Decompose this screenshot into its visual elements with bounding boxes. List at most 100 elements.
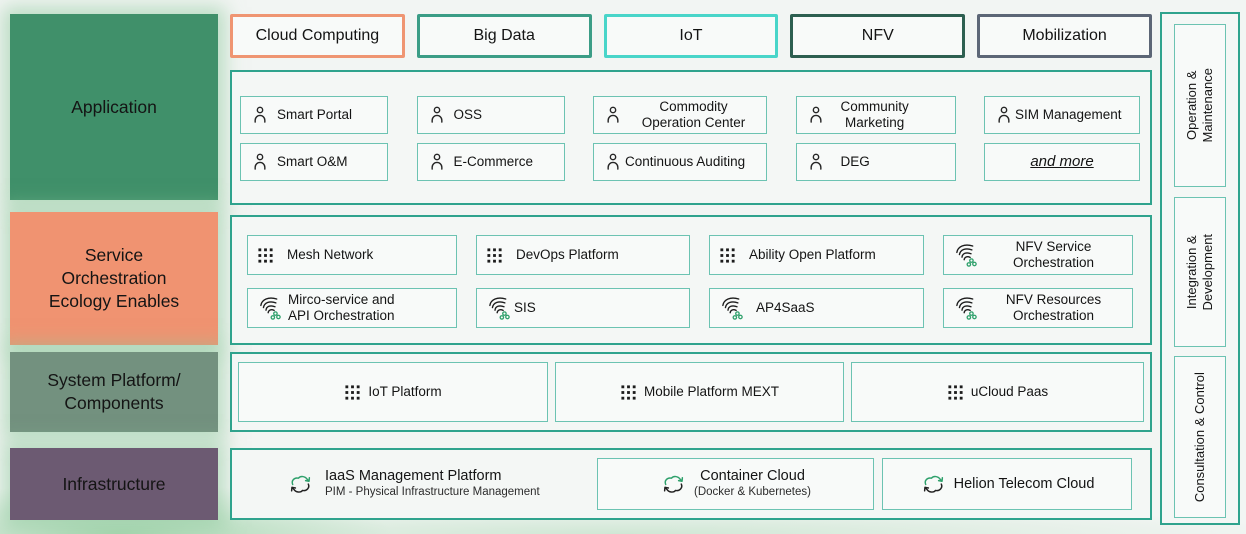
item-label: Community Marketing: [840, 99, 909, 130]
left-section-infrastructure: Infrastructure: [10, 448, 218, 520]
person-icon: [250, 105, 270, 125]
left-section-label: System Platform/ Components: [10, 352, 218, 432]
service-mesh-icon: [953, 243, 977, 267]
item-label: Ability Open Platform: [749, 247, 876, 263]
item-mesh-network: Mesh Network: [247, 235, 457, 275]
tag-mobilization: Mobilization: [977, 14, 1152, 58]
rail-label: Integration & Development: [1183, 233, 1216, 311]
service-mesh-icon: [953, 296, 977, 320]
item-sim-management: SIM Management: [984, 96, 1140, 134]
tag-nfv: NFV: [790, 14, 966, 58]
person-icon: [250, 152, 270, 172]
item-ucloud-paas: uCloud Paas: [851, 362, 1144, 422]
item-mobile-platform-mext: Mobile Platform MEXT: [555, 362, 844, 422]
tag-big-data: Big Data: [416, 14, 592, 58]
cloud-sync-icon: [660, 473, 687, 496]
item-and-more: and more: [984, 143, 1140, 181]
right-rail-container: Operation & Maintenance Integration & De…: [1160, 12, 1240, 525]
service-mesh-icon: [257, 296, 281, 320]
rail-label: Operation & Maintenance: [1183, 68, 1216, 143]
item-smart-portal: Smart Portal: [240, 96, 388, 134]
item-continuous-auditing: Continuous Auditing: [593, 143, 767, 181]
item-e-commerce: E-Commerce: [416, 143, 565, 181]
service-orchestration-container: Mesh Network DevOps Platform Ability Ope…: [230, 215, 1152, 345]
item-label: OSS: [453, 107, 483, 123]
person-icon: [994, 105, 1014, 125]
item-label: uCloud Paas: [970, 384, 1049, 400]
item-text: IaaS Management Platform PIM - Physical …: [325, 468, 540, 499]
item-devops-platform: DevOps Platform: [476, 235, 690, 275]
item-label: Continuous Auditing: [625, 154, 746, 170]
person-icon: [603, 105, 623, 125]
person-icon: [427, 152, 447, 172]
item-container-cloud: Container Cloud (Docker & Kubernetes): [597, 458, 874, 510]
technology-tags-row: Cloud Computing Big Data IoT NFV Mobiliz…: [230, 14, 1152, 58]
rail-integration-development: Integration & Development: [1174, 197, 1226, 347]
item-nfv-resources-orchestration: NFV Resources Orchestration: [943, 288, 1133, 328]
cloud-sync-icon: [287, 473, 314, 496]
infrastructure-container: IaaS Management Platform PIM - Physical …: [230, 448, 1152, 520]
item-label: IoT Platform: [368, 384, 442, 400]
item-text: Container Cloud (Docker & Kubernetes): [694, 468, 811, 499]
item-label: Commodity Operation Center: [641, 99, 746, 130]
system-platform-container: IoT Platform Mobile Platform MEXT uCloud…: [230, 352, 1152, 432]
person-icon: [427, 105, 447, 125]
item-title: Helion Telecom Cloud: [953, 476, 1095, 492]
application-container: Smart Portal OSS Commodity Operation Cen…: [230, 70, 1152, 205]
item-mirco-service-api-orchestration: Mirco-service and API Orchestration: [247, 288, 457, 328]
item-iot-platform: IoT Platform: [238, 362, 548, 422]
item-label: NFV Resources Orchestration: [1005, 292, 1102, 323]
person-icon: [603, 152, 623, 172]
item-label: Mirco-service and API Orchestration: [288, 292, 395, 323]
person-icon: [806, 152, 826, 172]
item-label: Mesh Network: [287, 247, 374, 263]
item-label: Smart Portal: [277, 107, 353, 123]
rail-operation-maintenance: Operation & Maintenance: [1174, 24, 1226, 187]
person-icon: [806, 105, 826, 125]
item-deg: DEG: [795, 143, 956, 181]
item-ability-open-platform: Ability Open Platform: [709, 235, 924, 275]
item-label: SIS: [514, 300, 536, 316]
grid-icon: [486, 247, 503, 264]
left-section-service-orchestration: Service Orchestration Ecology Enables: [10, 212, 218, 345]
cloud-sync-icon: [920, 473, 947, 496]
left-section-label: Infrastructure: [10, 448, 218, 520]
tag-cloud-computing: Cloud Computing: [230, 14, 405, 58]
item-label: AP4SaaS: [756, 300, 815, 316]
item-label: NFV Service Orchestration: [1012, 239, 1095, 270]
grid-icon: [344, 384, 361, 401]
service-mesh-icon: [719, 296, 743, 320]
item-iaas-management-platform: IaaS Management Platform PIM - Physical …: [287, 468, 597, 499]
item-smart-om: Smart O&M: [240, 143, 388, 181]
tag-iot: IoT: [603, 14, 779, 58]
item-ap4saas: AP4SaaS: [709, 288, 924, 328]
item-label: Smart O&M: [277, 154, 348, 170]
item-community-marketing: Community Marketing: [795, 96, 956, 134]
left-section-label: Application: [10, 14, 218, 200]
rail-consultation-control: Consultation & Control: [1174, 356, 1226, 518]
item-label: DevOps Platform: [516, 247, 619, 263]
item-subtitle: PIM - Physical Infrastructure Management: [325, 485, 540, 498]
item-title: Container Cloud: [700, 468, 805, 485]
item-subtitle: (Docker & Kubernetes): [694, 485, 811, 498]
item-helion-telecom-cloud: Helion Telecom Cloud: [882, 458, 1132, 510]
item-nfv-service-orchestration: NFV Service Orchestration: [943, 235, 1133, 275]
item-oss: OSS: [416, 96, 565, 134]
service-mesh-icon: [486, 296, 510, 320]
left-section-system-platform: System Platform/ Components: [10, 352, 218, 432]
item-commodity-operation-center: Commodity Operation Center: [593, 96, 767, 134]
item-title: IaaS Management Platform: [325, 468, 502, 485]
item-label: DEG: [840, 154, 870, 170]
grid-icon: [257, 247, 274, 264]
left-section-label: Service Orchestration Ecology Enables: [10, 212, 218, 345]
item-sis: SIS: [476, 288, 690, 328]
item-label: Mobile Platform MEXT: [643, 384, 780, 400]
grid-icon: [620, 384, 637, 401]
item-label: SIM Management: [1015, 107, 1122, 123]
item-label: and more: [1030, 153, 1094, 171]
left-section-application: Application: [10, 14, 218, 200]
rail-label: Consultation & Control: [1191, 371, 1207, 503]
grid-icon: [719, 247, 736, 264]
grid-icon: [947, 384, 964, 401]
item-label: E-Commerce: [453, 154, 534, 170]
